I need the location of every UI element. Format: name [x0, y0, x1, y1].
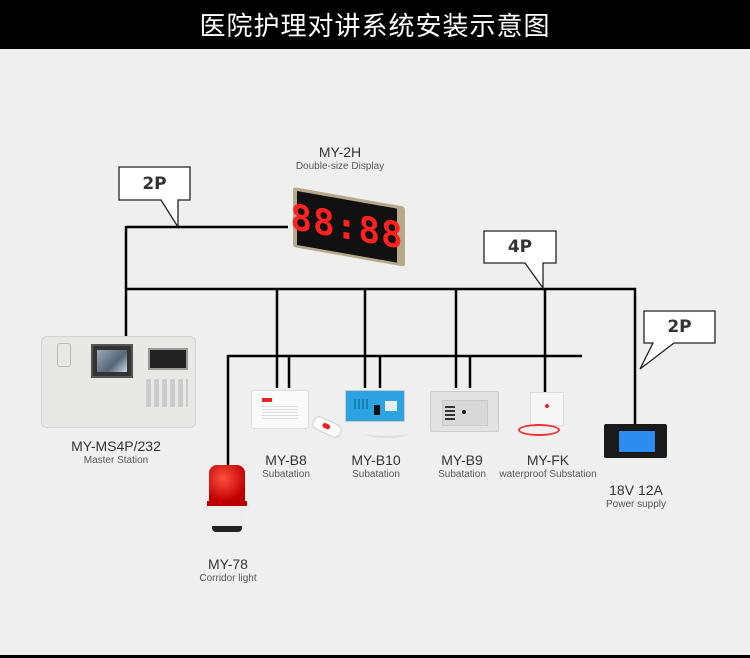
substation-fk	[530, 392, 564, 426]
display-wire	[124, 225, 288, 336]
double-size-display: 88:88	[290, 187, 405, 277]
main-bus	[126, 287, 637, 425]
substation-b10	[345, 390, 405, 422]
handset-icon	[57, 343, 71, 367]
substation-b9	[430, 391, 499, 432]
bottom-border	[0, 655, 750, 658]
wire-label-2p-left: 2P	[142, 173, 167, 194]
keypad	[146, 379, 188, 407]
wire-label-4p: 4P	[507, 237, 533, 257]
power-supply	[604, 424, 667, 458]
master-screen	[91, 344, 133, 378]
pull-cord-icon	[518, 424, 560, 436]
callout-2p-right	[639, 310, 716, 370]
master-station	[41, 336, 196, 428]
power-lcd	[618, 430, 656, 453]
substation-b8	[251, 390, 309, 429]
wire-label-2p-right: 2P	[667, 317, 692, 337]
page-title: 医院护理对讲系统安装示意图	[199, 12, 551, 42]
second-bus	[226, 354, 582, 465]
call-cord-icon	[364, 428, 409, 438]
callout-2p-left	[118, 166, 191, 230]
title-bar: 医院护理对讲系统安装示意图	[0, 0, 750, 49]
callout-4p	[483, 230, 557, 291]
corridor-light	[207, 465, 247, 535]
master-led	[148, 348, 188, 370]
